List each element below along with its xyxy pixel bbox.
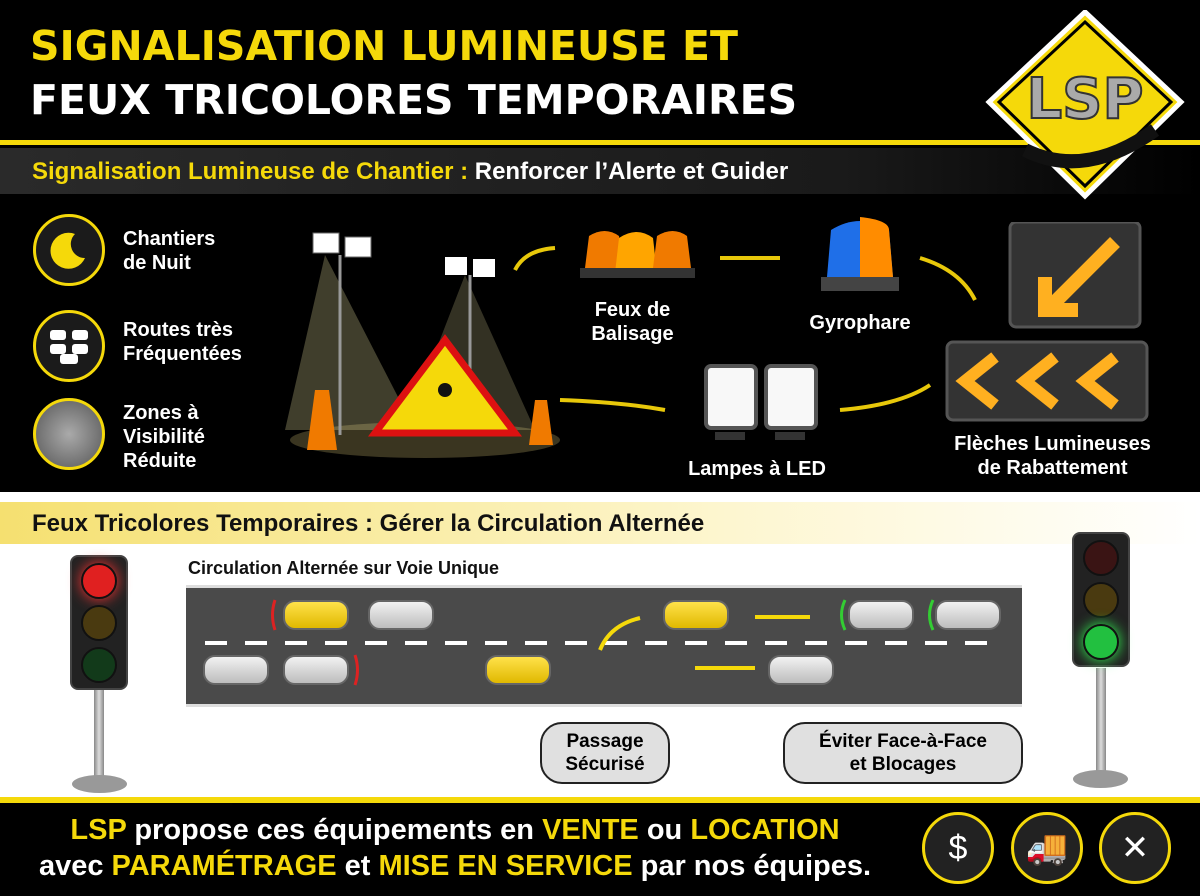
- worksite-illustration: [285, 215, 565, 460]
- section1-header: Signalisation Lumineuse de Chantier : Re…: [0, 148, 1200, 194]
- highlight: PARAMÉTRAGE: [111, 850, 337, 882]
- traffic-light-red: [70, 555, 128, 690]
- road-arrows: [271, 599, 935, 686]
- led-label: Lampes à LED: [688, 458, 826, 480]
- label: Feux de: [594, 299, 671, 321]
- car: [848, 600, 914, 630]
- section1-title-yellow: Signalisation Lumineuse de Chantier :: [32, 158, 469, 185]
- tools-icon: ✕: [1099, 812, 1171, 884]
- car: [368, 600, 434, 630]
- title-line-2: FEUX TRICOLORES TEMPORAIRES: [30, 76, 798, 124]
- car: [935, 600, 1001, 630]
- label: Sécurisé: [565, 754, 645, 775]
- car: [283, 600, 349, 630]
- label: et Blocages: [849, 754, 957, 775]
- label: Visibilité: [123, 426, 205, 448]
- lsp-logo: LSP: [985, 8, 1185, 200]
- flow-arrows: [513, 246, 977, 412]
- text: par nos équipes.: [632, 850, 872, 882]
- title-line-1: SIGNALISATION LUMINEUSE ET: [30, 22, 739, 70]
- car: [485, 655, 551, 685]
- led-lamps-icon: [700, 360, 825, 445]
- label: Balisage: [591, 323, 674, 345]
- fog-icon: [33, 398, 105, 470]
- pole-base: [72, 775, 127, 793]
- highlight: LOCATION: [690, 814, 840, 846]
- pole: [94, 690, 104, 785]
- traffic-light-green: [1072, 532, 1130, 667]
- text: avec: [38, 850, 112, 882]
- pole-base: [1073, 770, 1128, 788]
- gyrophare-label: Gyrophare: [809, 312, 911, 334]
- label: Flèches Lumineuses: [954, 433, 1151, 455]
- text: propose ces équipements en: [126, 814, 543, 846]
- section1-title-white: Renforcer l’Alerte et Guider: [474, 158, 789, 185]
- footer-line-2: avec PARAMÉTRAGE et MISE EN SERVICE par …: [20, 848, 890, 884]
- beacon-lights-icon: [575, 218, 700, 280]
- text: ou: [638, 814, 691, 846]
- car: [663, 600, 729, 630]
- brand: LSP: [70, 814, 127, 846]
- label: Routes très: [123, 319, 234, 341]
- highlight: VENTE: [542, 814, 639, 846]
- label: Fréquentées: [123, 343, 242, 365]
- label: de Rabattement: [977, 457, 1128, 479]
- divider: [0, 797, 1200, 803]
- label: Zones à: [123, 402, 199, 424]
- arrow-board-icon: [945, 220, 1150, 422]
- traffic-jam-icon: [33, 310, 105, 382]
- highlight: MISE EN SERVICE: [378, 850, 633, 882]
- divider: [0, 140, 1200, 145]
- delivery-truck-icon: 🚚: [1011, 812, 1083, 884]
- car: [283, 655, 349, 685]
- car: [203, 655, 269, 685]
- label: Réduite: [123, 450, 197, 472]
- sale-icon: $: [922, 812, 994, 884]
- gyrophare-icon: [815, 212, 905, 297]
- section2-header: Feux Tricolores Temporaires : Gérer la C…: [0, 502, 1200, 544]
- label: Chantiers: [123, 228, 216, 250]
- section2-title: Feux Tricolores Temporaires : Gérer la C…: [32, 510, 705, 537]
- car: [768, 655, 834, 685]
- footer-line-1: LSP propose ces équipements en VENTE ou …: [20, 812, 890, 848]
- pole: [1096, 668, 1106, 778]
- label: de Nuit: [123, 252, 191, 274]
- svg-text:LSP: LSP: [1026, 67, 1143, 132]
- label: Passage: [566, 731, 644, 752]
- label: Éviter Face-à-Face: [819, 731, 987, 752]
- text: et: [336, 850, 379, 882]
- road-label: Circulation Alternée sur Voie Unique: [188, 558, 500, 578]
- moon-icon: [33, 214, 105, 286]
